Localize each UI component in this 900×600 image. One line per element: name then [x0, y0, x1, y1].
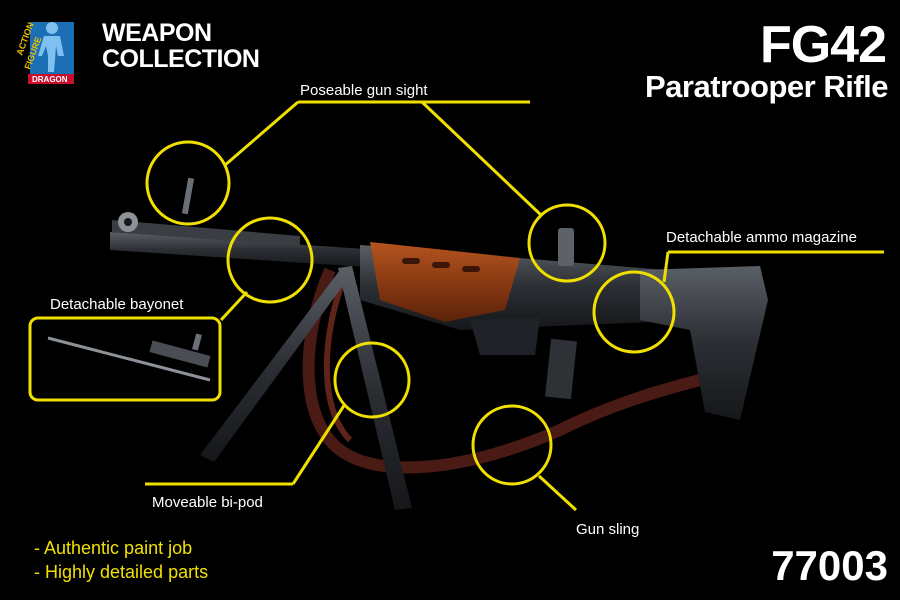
callout-frame-bayonet: [28, 316, 222, 402]
callout-circle-magazine: [592, 270, 676, 354]
action-figure-logo-icon: ACTION FIGURE DRAGON: [14, 21, 74, 84]
callout-bayonet: Detachable bayonet: [50, 296, 184, 313]
bipod-leg: [338, 266, 412, 510]
callout-gun-sight: Poseable gun sight: [300, 82, 428, 99]
trigger-guard: [470, 318, 540, 355]
callout-circle-sling: [471, 404, 553, 486]
callout-circle-rear-sight: [527, 203, 607, 283]
feature-item: - Highly detailed parts: [34, 562, 209, 582]
callout-circle-bipod: [333, 341, 411, 419]
bayonet-inset: [40, 312, 218, 402]
rifle-handguard: [370, 242, 520, 322]
svg-text:DRAGON: DRAGON: [32, 75, 68, 84]
brand-line-weapon: WEAPON: [102, 19, 212, 47]
product-title: FG42: [759, 16, 887, 74]
feature-list: - Authentic paint job - Highly detailed …: [34, 536, 208, 584]
ammo-magazine: [545, 338, 577, 400]
product-code: 77003: [771, 542, 888, 589]
brand-line-collection: COLLECTION: [102, 45, 260, 73]
callout-ammo-magazine: Detachable ammo magazine: [666, 229, 857, 246]
brand-logo-block: ACTION FIGURE DRAGON WEAPON COLLECTION: [14, 16, 260, 88]
callout-circle-front-sight: [145, 140, 231, 226]
sling-strap: [302, 267, 702, 474]
feature-item: - Authentic paint job: [34, 538, 193, 558]
callout-bipod: Moveable bi-pod: [152, 494, 263, 511]
product-subtitle: Paratrooper Rifle: [644, 69, 889, 104]
callout-circle-barrel: [226, 216, 314, 304]
callout-gun-sling: Gun sling: [576, 521, 640, 538]
